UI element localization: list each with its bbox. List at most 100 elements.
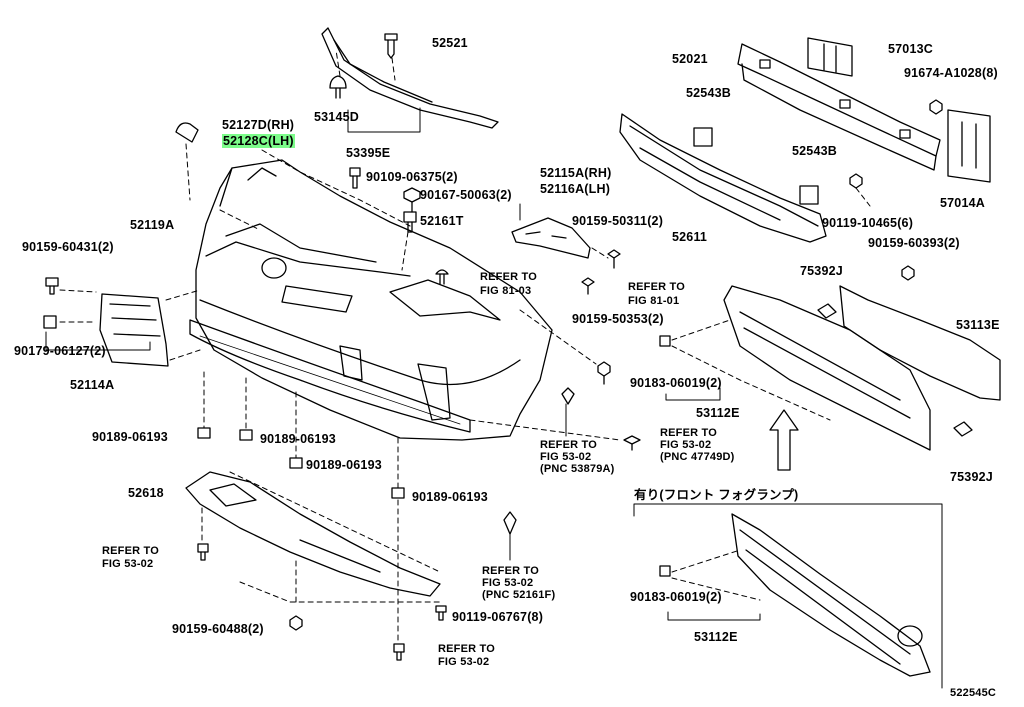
label-57014A: 57014A [940,196,985,210]
grille-53112E-lower [731,513,931,677]
bumper-cap-52127D [175,122,199,143]
label-90159-60393: 90159-60393(2) [868,236,960,250]
nut-90183-a [659,335,671,347]
label-52116A: 52116A(LH) [540,182,611,196]
label-91674: 91674-A1028(8) [904,66,998,80]
label-53112E-a: 53112E [696,406,740,420]
label-refer-53-02-e-2: FIG 53-02 [438,656,490,668]
screw-47749D [623,435,641,451]
clip-90189-d [391,487,405,499]
label-refer-53879A-1: REFER TO [540,439,598,451]
label-90109: 90109-06375(2) [366,170,458,184]
label-75392J-a: 75392J [800,264,843,278]
label-90159-60431: 90159-60431(2) [22,240,114,254]
label-53113E: 53113E [956,318,1000,332]
screw-refer-53-02-e [393,643,405,661]
bolt-90159-60488 [289,615,303,631]
clip-90189-a [197,427,211,439]
label-90119-06767: 90119-06767(8) [452,610,544,624]
spacer-52543B-b [799,185,819,205]
label-52114A: 52114A [70,378,115,392]
label-52161T: 52161T [420,214,464,228]
grille-53112E-upper [723,285,931,451]
bolt-90109 [349,167,361,189]
pin-52161F [503,511,517,535]
bolt-90159-60393 [901,265,915,281]
label-refer-53-02-c-1: REFER TO [102,545,160,557]
label-52128C: 52128C(LH) [222,134,295,148]
bracket-53113E [839,285,1001,401]
label-90189-d: 90189-06193 [412,490,488,504]
label-refer-47749D-3: (PNC 47749D) [660,451,735,463]
label-90179: 90179-06127(2) [14,344,106,358]
nut-90183-b [659,565,671,577]
side-bracket-52115A [511,217,591,259]
label-refer-53879A-2: FIG 53-02 [540,451,592,463]
label-90167: 90167-50063(2) [420,188,512,202]
bumper-cover-52119A [195,159,553,441]
label-53112E-b: 53112E [694,630,738,644]
label-90159-50353: 90159-50353(2) [572,312,664,326]
clip-75392J-b [953,421,973,437]
screw-refer-81-01 [581,277,595,295]
label-refer-47749D-2: FIG 53-02 [660,439,712,451]
direction-arrow [769,409,799,471]
clip-75392J-a [817,303,837,319]
spacer-52543B-a [693,127,713,147]
bolt-refer-53-02-c [197,543,209,561]
clip-90179-06127 [43,315,57,329]
bolt-90159-60431 [45,277,59,295]
label-90189-c: 90189-06193 [306,458,382,472]
lower-cover-52618 [185,471,441,597]
clip-90189-b [239,429,253,441]
label-52119A: 52119A [130,218,175,232]
label-57013C: 57013C [888,42,933,56]
lower-bumper-grille [189,319,471,433]
label-refer-52161F-3: (PNC 52161F) [482,589,556,601]
label-53395E: 53395E [346,146,391,160]
clip-53145D [329,75,347,99]
label-refer-52161F-1: REFER TO [482,565,540,577]
label-52115A: 52115A(RH) [540,166,612,180]
bracket-57014A [947,109,991,183]
fog-lamp-note: 有り(フロント フォグランプ) [634,488,799,502]
clip-90189-c [289,457,303,469]
label-52543B-b: 52543B [792,144,837,158]
label-refer-81-03-a: REFER TO [480,271,538,283]
highlighted-part-number: 52128C(LH) [222,134,295,148]
label-refer-47749D-1: REFER TO [660,427,718,439]
label-90159-60488: 90159-60488(2) [172,622,264,636]
clip-52161T [403,211,417,233]
label-refer-81-01-a: REFER TO [628,281,686,293]
screw-90119-06767 [435,605,447,621]
label-refer-52161F-2: FIG 53-02 [482,577,534,589]
bolt-91674 [929,99,943,115]
label-refer-53-02-c-2: FIG 53-02 [102,558,154,570]
label-refer-81-03-b: FIG 81-03 [480,285,532,297]
bolt-90119-10465 [849,173,863,189]
label-refer-81-01-b: FIG 81-01 [628,295,680,307]
label-53145D: 53145D [314,110,359,124]
label-52521: 52521 [432,36,468,50]
screw-90159-50311 [607,249,621,269]
absorber-52611 [619,113,827,243]
upper-retainer-strip [321,27,499,129]
bracket-57013C [807,37,853,77]
label-refer-53-02-e-1: REFER TO [438,643,496,655]
label-90183-b: 90183-06019(2) [630,590,722,604]
license-bracket-52114A [99,293,169,367]
label-52127D: 52127D(RH) [222,118,295,132]
label-52543B-a: 52543B [686,86,731,100]
reinforcement-52021 [737,43,941,171]
label-75392J-b: 75392J [950,470,993,484]
label-90119-10465: 90119-10465(6) [822,216,914,230]
label-52021: 52021 [672,52,708,66]
label-90189-b: 90189-06193 [260,432,336,446]
diagram-id: 522545C [950,687,997,699]
label-refer-53879A-3: (PNC 53879A) [540,463,615,475]
clip-refer-81-03 [435,269,449,285]
bolt-90159-50353 [597,361,611,385]
label-90159-50311: 90159-50311(2) [572,214,664,228]
